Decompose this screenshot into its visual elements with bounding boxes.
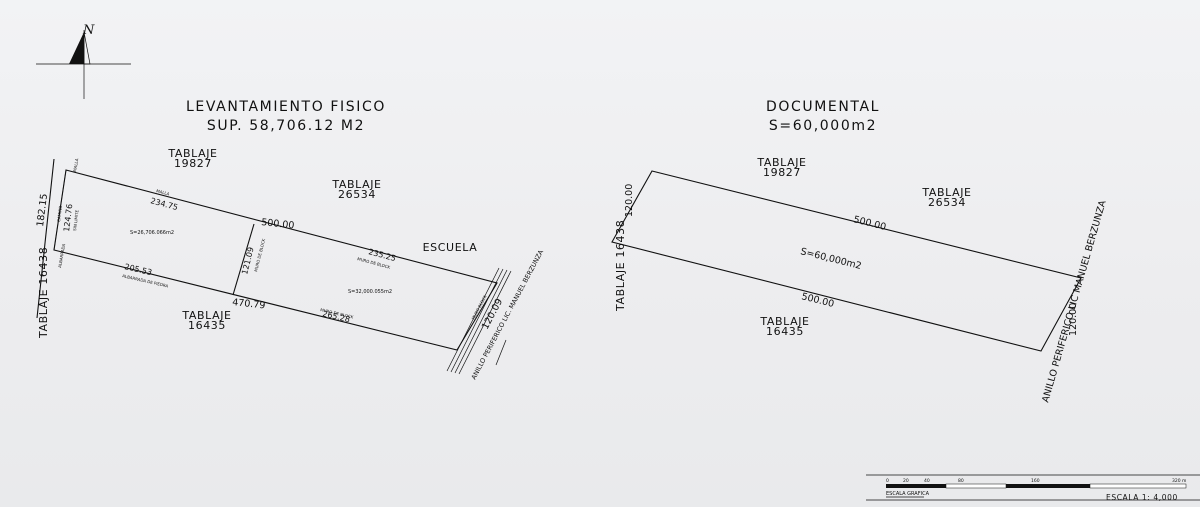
- documental-parcel-outline: [611, 170, 1082, 352]
- physical-muro-block-mid: MURO DE BLOCK: [253, 238, 266, 272]
- documental-dim-right: 120.00: [1068, 303, 1079, 336]
- physical-tablaje-south-num: 16435: [188, 319, 226, 332]
- physical-survey: LEVANTAMIENTO FISICO SUP. 58,706.12 M2 T…: [35, 99, 545, 381]
- scale-text: ESCALA 1: 4,000: [1106, 493, 1178, 502]
- documental-tablaje-north: TABLAJE: [756, 156, 806, 169]
- physical-tablaje-ne: TABLAJE: [331, 178, 381, 191]
- scale-tick-320: 320 m: [1172, 478, 1186, 484]
- north-letter: N: [82, 23, 95, 38]
- documental-area-label: S=60,000m2: [799, 246, 862, 272]
- physical-malla-corner: MALLA: [72, 158, 79, 172]
- physical-tablaje-west: TABLAJE 16438: [37, 247, 50, 339]
- north-arrow: N: [36, 23, 131, 99]
- documental-title: DOCUMENTAL: [766, 99, 880, 115]
- documental-tablaje-west: TABLAJE 16438: [614, 220, 627, 312]
- physical-dim-470: 470.79: [232, 297, 266, 311]
- physical-area-left: S=26,706.066m2: [130, 230, 174, 236]
- physical-area-right: S=32,000.055m2: [348, 289, 392, 295]
- physical-escuela-label: ESCUELA: [423, 241, 478, 254]
- physical-parcel-outline: [53, 169, 498, 351]
- physical-tablaje-north: TABLAJE: [167, 147, 217, 160]
- documental-area: S=60,000m2: [769, 118, 877, 134]
- documental-dim-left: 120.00: [624, 184, 635, 217]
- scale-tick-80: 80: [958, 478, 964, 484]
- physical-tablaje-ne-num: 26534: [338, 188, 376, 201]
- physical-sin-limite: SIN LIMITE: [72, 209, 80, 231]
- scale-caption: ESCALA GRAFICA: [886, 491, 930, 497]
- documental-dim-top: 500.00: [852, 214, 887, 233]
- physical-road-label: ANILLO PERIFERICO LIC. MANUEL BERZUNZA: [470, 248, 546, 381]
- physical-dim-500: 500.00: [261, 217, 295, 231]
- scale-tick-0: 0: [886, 478, 889, 484]
- scale-tick-160: 160: [1031, 478, 1040, 484]
- documental-survey: DOCUMENTAL S=60,000m2 TABLAJE 19827 TABL…: [611, 99, 1109, 404]
- documental-tablaje-ne-num: 26534: [928, 196, 966, 209]
- documental-tablaje-south: TABLAJE: [759, 315, 809, 328]
- documental-dim-bottom: 500.00: [800, 291, 835, 310]
- physical-dim-182: 182.15: [35, 193, 50, 227]
- documental-tablaje-south-num: 16435: [766, 325, 804, 338]
- documental-tablaje-ne: TABLAJE: [921, 186, 971, 199]
- scale-tick-20: 20: [903, 478, 909, 484]
- physical-malla-top: MALLA: [156, 188, 171, 196]
- scale-bar: 0 20 40 80 160 320 m ESCALA GRAFICA ESCA…: [866, 474, 1200, 502]
- scale-tick-40: 40: [924, 478, 930, 484]
- physical-albarrada: ALBARRADA: [57, 243, 66, 268]
- physical-area: SUP. 58,706.12 M2: [207, 118, 365, 134]
- physical-tablaje-north-num: 19827: [174, 157, 212, 170]
- physical-camino: CAMINO: [56, 205, 63, 222]
- documental-road-label: ANILLO PERIFERICO LIC MANUEL BERZUNZA: [1040, 199, 1109, 404]
- physical-dim-124: 124.76: [62, 203, 74, 232]
- physical-division-wall: [232, 223, 255, 296]
- physical-title: LEVANTAMIENTO FISICO: [186, 99, 386, 115]
- documental-tablaje-north-num: 19827: [763, 166, 801, 179]
- physical-tablaje-south: TABLAJE: [181, 309, 231, 322]
